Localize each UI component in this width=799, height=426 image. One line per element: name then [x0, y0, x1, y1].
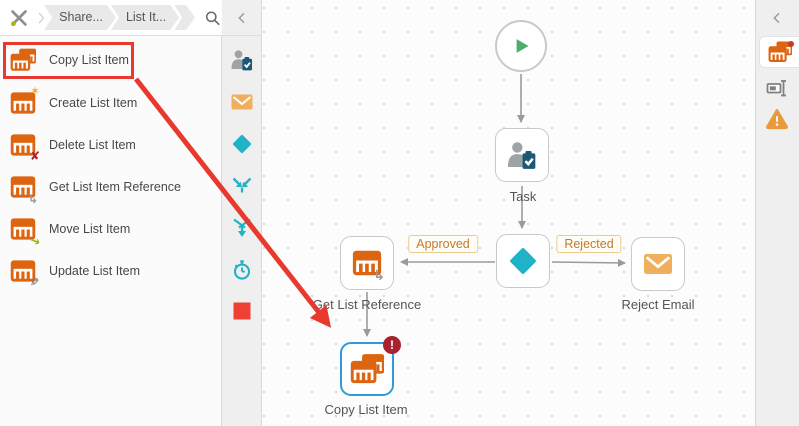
- reference-arrow-glyph: ↳: [27, 192, 38, 206]
- reject-email-node[interactable]: [631, 237, 685, 291]
- breadcrumb-item-list-item[interactable]: List It...: [111, 5, 179, 30]
- sidebar-item-label: Delete List Item: [49, 138, 136, 152]
- reject-email-label: Reject Email: [621, 297, 695, 312]
- create-star-glyph: ✶: [29, 84, 40, 98]
- tab-copy-list-item[interactable]: [759, 36, 799, 68]
- decision-icon[interactable]: [230, 132, 254, 156]
- sidebar-item-get-list-item-reference[interactable]: ↳ Get List Item Reference: [10, 174, 182, 205]
- modified-dot: [788, 41, 794, 47]
- get-list-reference-node[interactable]: ↳: [340, 236, 394, 290]
- copy-list-item-icon: [350, 352, 384, 386]
- get-list-reference-label: Get List Reference: [312, 297, 422, 312]
- delete-list-item-icon: ✘: [10, 132, 40, 162]
- email-icon: [642, 252, 674, 276]
- collapse-right-panel-icon[interactable]: [769, 10, 785, 26]
- reference-arrow-glyph: ↳: [373, 268, 385, 284]
- sidebar-item-create-list-item[interactable]: ✶ Create List Item: [10, 85, 138, 116]
- task-node-label: Task: [509, 189, 537, 204]
- sidebar-item-copy-list-item[interactable]: Copy List Item: [10, 47, 129, 73]
- sidebar-item-label: Move List Item: [49, 222, 131, 236]
- task-icon: [506, 140, 537, 171]
- get-list-item-reference-icon: ↳: [10, 174, 38, 205]
- warning-icon[interactable]: [765, 107, 789, 131]
- move-list-item-icon: →: [10, 216, 42, 250]
- copy-list-item-label: Copy List Item: [324, 402, 408, 417]
- annotation-highlight-box: [3, 42, 134, 79]
- tools-icon[interactable]: [6, 7, 32, 29]
- update-list-item-icon: ✎: [10, 258, 39, 289]
- task-icon[interactable]: [230, 48, 254, 72]
- converge-arrows-icon[interactable]: [230, 216, 254, 240]
- update-pencil-glyph: ✎: [29, 276, 39, 289]
- task-node[interactable]: [495, 128, 549, 182]
- sidebar-item-delete-list-item[interactable]: ✘ Delete List Item: [10, 132, 136, 162]
- branch-label-rejected: Rejected: [556, 235, 622, 253]
- chevron-right-icon: [34, 9, 49, 27]
- search-icon[interactable]: [203, 8, 222, 28]
- decision-icon: [509, 247, 537, 275]
- rename-icon[interactable]: [765, 76, 789, 100]
- play-icon: [516, 39, 529, 53]
- sidebar-item-label: Copy List Item: [49, 53, 129, 67]
- end-square-icon[interactable]: [230, 299, 254, 323]
- sidebar-item-move-list-item[interactable]: → Move List Item: [10, 216, 131, 250]
- create-list-item-icon: ✶: [10, 85, 40, 116]
- breadcrumb-item-share[interactable]: Share...: [44, 5, 116, 30]
- timer-icon[interactable]: [230, 258, 254, 282]
- properties-strip: [755, 0, 799, 426]
- collapse-left-panel-icon[interactable]: [234, 10, 250, 26]
- error-badge[interactable]: !: [383, 336, 401, 354]
- workflow-canvas[interactable]: [262, 0, 755, 426]
- delete-x-glyph: ✘: [29, 149, 40, 163]
- email-icon[interactable]: [230, 90, 254, 114]
- get-list-reference-icon: ↳: [352, 248, 385, 283]
- decision-node[interactable]: [496, 234, 550, 288]
- breadcrumb: Share... List It...: [0, 0, 222, 35]
- sidebar-item-label: Create List Item: [49, 96, 138, 110]
- merge-arrows-icon[interactable]: [230, 174, 254, 198]
- breadcrumb-tail: [174, 5, 195, 30]
- sidebar-item-label: Get List Item Reference: [49, 180, 182, 194]
- sidebar-item-update-list-item[interactable]: ✎ Update List Item: [10, 258, 141, 289]
- sidebar-item-label: Update List Item: [49, 264, 141, 278]
- topbar-divider: [0, 35, 262, 36]
- start-node[interactable]: [495, 20, 547, 72]
- branch-label-approved: Approved: [408, 235, 478, 253]
